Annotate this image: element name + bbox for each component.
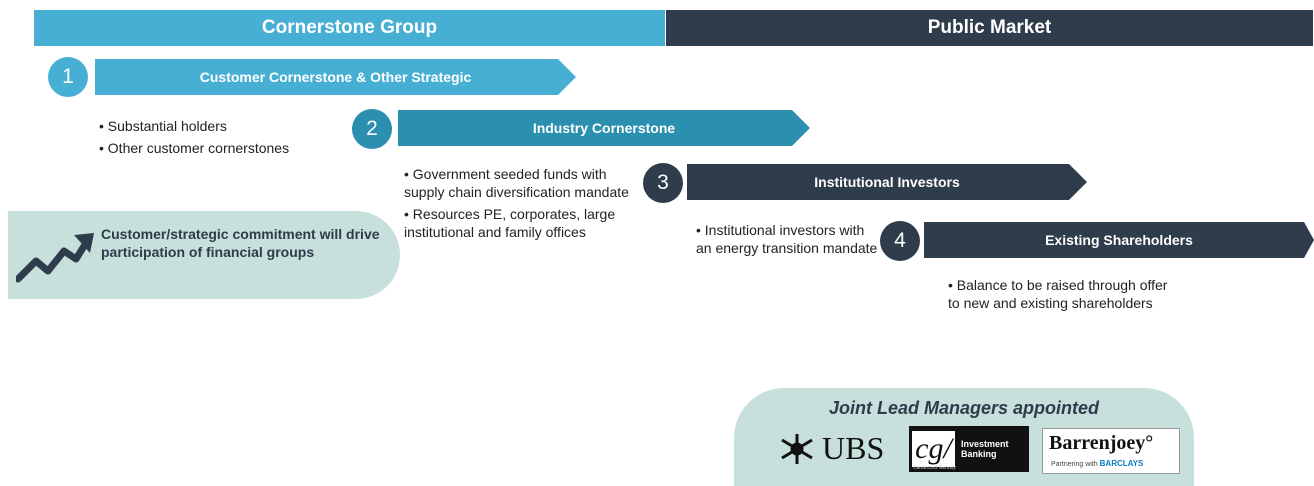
barrenjoey-logo: Barrenjoey° Partnering with BARCLAYS — [1042, 428, 1180, 474]
stage-3-arrow: Institutional Investors — [687, 164, 1087, 200]
stage-4-arrow: Existing Shareholders — [924, 222, 1314, 258]
joint-lead-managers-title: Joint Lead Managers appointed — [828, 398, 1100, 418]
stage-4-number: 4 — [880, 221, 920, 261]
stage-1-number: 1 — [48, 57, 88, 97]
stage-4-bullet: • Balance to be raised through offer to … — [948, 277, 1168, 311]
strategic-commitment-callout: Customer/strategic commitment will drive… — [8, 211, 400, 299]
cg-sub: Canaccord Genuity — [913, 465, 956, 471]
ubs-keys-icon — [781, 433, 813, 464]
cg-label: Investment Banking — [960, 439, 1009, 459]
stage-2-bullets: • Government seeded funds with supply ch… — [404, 165, 639, 245]
stage-4-bullets: • Balance to be raised through offer to … — [948, 276, 1183, 316]
ubs-logo: UBS — [778, 430, 884, 467]
ubs-wordmark: UBS — [822, 430, 885, 466]
barrenjoey-wordmark: Barrenjoey° — [1049, 432, 1154, 454]
trend-up-arrow-icon — [16, 233, 94, 283]
callout-text: Customer/strategic commitment will drive… — [101, 226, 380, 260]
barclays-wordmark: BARCLAYS — [1099, 459, 1144, 468]
stage-1-arrow: Customer Cornerstone & Other Strategic — [95, 59, 576, 95]
cg-mark: cg/ — [912, 431, 955, 467]
stage-3-bullets: • Institutional investors with an energy… — [696, 221, 878, 261]
stage-2-arrow: Industry Cornerstone — [398, 110, 810, 146]
stage-3-number: 3 — [643, 163, 683, 203]
barrenjoey-tagline: Partnering with BARCLAYS — [1051, 459, 1143, 468]
stage-1-bullet: • Other customer cornerstones — [99, 140, 290, 156]
stage-2-bullet: • Government seeded funds with supply ch… — [404, 166, 629, 200]
joint-lead-managers-panel: Joint Lead Managers appointed UBS cg/ In… — [734, 388, 1194, 486]
stage-1-bullet: • Substantial holders — [99, 118, 227, 134]
stage-2-bullet: • Resources PE, corporates, large instit… — [404, 206, 616, 240]
header-public-market: Public Market — [666, 10, 1313, 46]
stage-1-bullets: • Substantial holders • Other customer c… — [99, 117, 349, 161]
canaccord-genuity-logo: cg/ Investment Banking Canaccord Genuity — [909, 426, 1029, 472]
stage-3-bullet: • Institutional investors with an energy… — [696, 222, 878, 256]
barrenjoey-partnering: Partnering with — [1051, 461, 1098, 468]
stage-2-number: 2 — [352, 109, 392, 149]
header-cornerstone-group: Cornerstone Group — [34, 10, 665, 46]
